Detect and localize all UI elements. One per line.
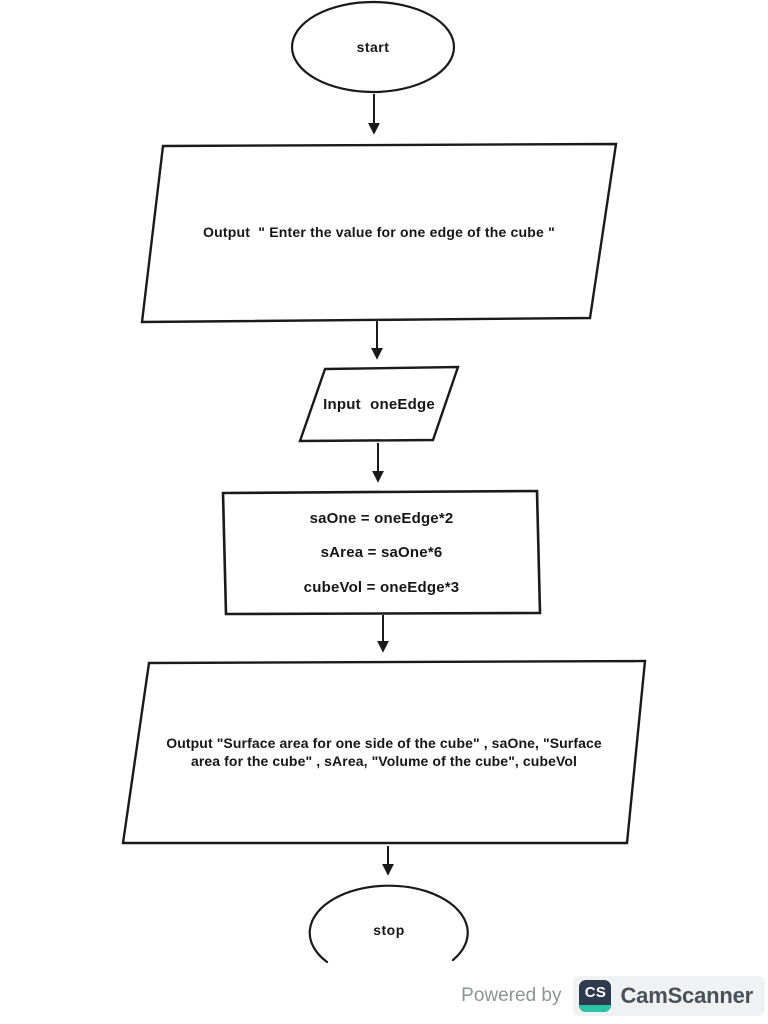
camscanner-badge: CS CamScanner <box>573 976 765 1016</box>
output2-line-2: area for the cube" , sArea, "Volume of t… <box>190 753 578 769</box>
output2-statement: Output "Surface area for one side of the… <box>123 661 645 843</box>
start-terminator-shape <box>290 0 456 94</box>
stop-label: stop <box>373 922 405 938</box>
camscanner-icon-teal-bar <box>579 1005 612 1012</box>
process-line-2: sArea = saOne*6 <box>320 544 443 561</box>
camscanner-footer: Powered by CS CamScanner <box>0 968 768 1024</box>
stop-terminator-shape <box>308 884 469 964</box>
process-statements: saOne = oneEdge*2 sArea = saOne*6 cubeVo… <box>224 492 539 613</box>
powered-by-text: Powered by <box>461 985 562 1006</box>
camscanner-icon: CS <box>579 980 612 1012</box>
camscanner-brand-name: CamScanner <box>620 983 753 1008</box>
output2-parallelogram-shape <box>121 659 647 845</box>
output1-parallelogram-shape <box>140 142 618 324</box>
process-line-1: saOne = oneEdge*2 <box>309 509 454 527</box>
input-parallelogram-shape <box>298 365 460 443</box>
process-line-3: cubeVol = oneEdge*3 <box>303 578 460 596</box>
output1-label: Output " Enter the value for one edge of… <box>203 224 555 240</box>
start-label: start <box>356 39 390 55</box>
output2-line-1: Output "Surface area for one side of the… <box>166 734 602 751</box>
camscanner-icon-letters: CS <box>584 984 607 1001</box>
input-label: Input oneEdge <box>323 395 435 413</box>
process-rectangle-shape <box>221 489 542 616</box>
